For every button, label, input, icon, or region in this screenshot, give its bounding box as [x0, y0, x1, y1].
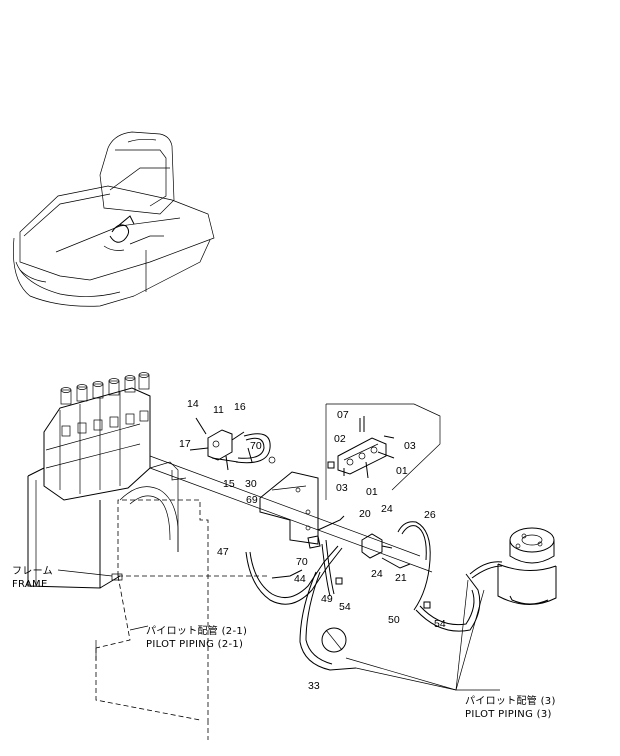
- part-49: 49: [321, 593, 333, 605]
- part-70b: 70: [296, 556, 308, 568]
- part-21: 21: [395, 572, 407, 584]
- part-number-labels: 14 11 16 17 15 30 70 69 07 02 03 01 03 0…: [179, 398, 446, 692]
- part-03a: 03: [404, 440, 416, 452]
- part-70a: 70: [250, 440, 262, 452]
- part-20: 20: [359, 508, 371, 520]
- part-02: 02: [334, 433, 346, 445]
- part-11: 11: [213, 404, 224, 416]
- pilot-piping-3-jp: パイロット配管 (3): [465, 694, 556, 707]
- part-01b: 01: [366, 486, 378, 498]
- pilot-piping-3-en: PILOT PIPING (3): [465, 709, 552, 720]
- part-30: 30: [245, 478, 257, 490]
- excavator-overview-illustration: [13, 131, 215, 307]
- control-valve-assembly: [27, 372, 433, 589]
- callout-leaders: [57, 569, 149, 631]
- part-33: 33: [308, 680, 320, 692]
- part-07: 07: [337, 409, 349, 421]
- part-54b: 54: [434, 618, 446, 630]
- part-69: 69: [246, 494, 258, 506]
- part-17: 17: [179, 438, 191, 450]
- frame-label-en: FRAME: [12, 579, 48, 590]
- part-15: 15: [223, 478, 235, 490]
- caption-labels: フレーム FRAME パイロット配管 (2-1) PILOT PIPING (2…: [12, 565, 556, 720]
- part-16: 16: [234, 401, 246, 413]
- part-24a: 24: [381, 503, 393, 515]
- part-26: 26: [424, 509, 436, 521]
- part-01a: 01: [396, 465, 408, 477]
- part-54a: 54: [339, 601, 351, 613]
- frame-outline: [95, 499, 270, 740]
- pilot-valve-block: [325, 403, 441, 500]
- part-03b: 03: [336, 482, 348, 494]
- swivel-joint: [497, 527, 557, 605]
- frame-label-jp: フレーム: [12, 565, 53, 577]
- part-47: 47: [217, 546, 229, 558]
- pilot-piping-2-1-en: PILOT PIPING (2-1): [146, 639, 243, 650]
- pilot-hoses: [245, 447, 503, 691]
- part-24b: 24: [371, 568, 383, 580]
- part-50: 50: [388, 614, 400, 626]
- solenoid-valve-group: [189, 417, 319, 545]
- pilot-piping-2-1-jp: パイロット配管 (2-1): [146, 624, 247, 637]
- part-44: 44: [294, 573, 306, 585]
- part-14: 14: [187, 398, 199, 410]
